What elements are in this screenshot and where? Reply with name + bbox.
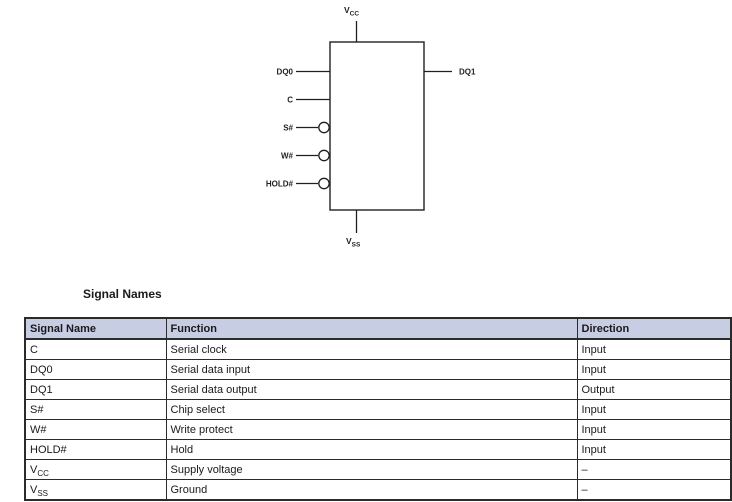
table-row: HOLD# Hold Input: [24, 439, 732, 460]
hold-inversion-bubble-icon: [318, 177, 330, 190]
header-signal-name: Signal Name: [24, 317, 167, 340]
s-inversion-bubble-icon: [318, 121, 330, 134]
table-row: W# Write protect Input: [24, 419, 732, 440]
header-direction: Direction: [576, 317, 732, 340]
cell-direction: Input: [576, 399, 732, 420]
cell-direction: –: [576, 479, 732, 501]
cell-function: Serial clock: [165, 338, 578, 360]
table-row: VCC Supply voltage –: [24, 459, 732, 480]
cell-signal-name: S#: [24, 399, 167, 420]
cell-signal-name: DQ1: [24, 379, 167, 400]
cell-signal-name: W#: [24, 419, 167, 440]
c-label: C: [287, 96, 293, 105]
w-label: W#: [281, 152, 294, 161]
vcc-label: VCC: [344, 5, 359, 18]
dq1-label: DQ1: [459, 68, 476, 77]
cell-function: Supply voltage: [165, 459, 578, 480]
chip-body: [329, 41, 425, 211]
header-function: Function: [165, 317, 578, 340]
dq0-label: DQ0: [277, 68, 294, 77]
chip-pin-diagram: VCC VSS DQ0 C S# W# HOLD# DQ1: [266, 5, 476, 249]
table-row: VSS Ground –: [24, 479, 732, 501]
cell-signal-name: VCC: [24, 459, 167, 480]
cell-function: Serial data input: [165, 359, 578, 380]
cell-direction: Input: [576, 338, 732, 360]
cell-signal-name: HOLD#: [24, 439, 167, 460]
cell-signal-name: VSS: [24, 479, 167, 501]
cell-function: Chip select: [165, 399, 578, 420]
cell-direction: Input: [576, 439, 732, 460]
cell-direction: Output: [576, 379, 732, 400]
table-header-row: Signal Name Function Direction: [24, 317, 732, 340]
cell-signal-name: DQ0: [24, 359, 167, 380]
cell-function: Serial data output: [165, 379, 578, 400]
cell-function: Write protect: [165, 419, 578, 440]
cell-direction: –: [576, 459, 732, 480]
table-row: C Serial clock Input: [24, 338, 732, 360]
w-inversion-bubble-icon: [318, 149, 330, 162]
cell-signal-name: C: [24, 338, 167, 360]
table-title: Signal Names: [83, 287, 162, 301]
hold-label: HOLD#: [266, 180, 294, 189]
vss-label: VSS: [346, 236, 361, 249]
table-row: S# Chip select Input: [24, 399, 732, 420]
signal-names-table: Signal Name Function Direction C Serial …: [24, 317, 732, 501]
cell-function: Ground: [165, 479, 578, 501]
cell-direction: Input: [576, 359, 732, 380]
cell-function: Hold: [165, 439, 578, 460]
cell-direction: Input: [576, 419, 732, 440]
table-row: DQ0 Serial data input Input: [24, 359, 732, 380]
s-label: S#: [283, 124, 293, 133]
table-row: DQ1 Serial data output Output: [24, 379, 732, 400]
